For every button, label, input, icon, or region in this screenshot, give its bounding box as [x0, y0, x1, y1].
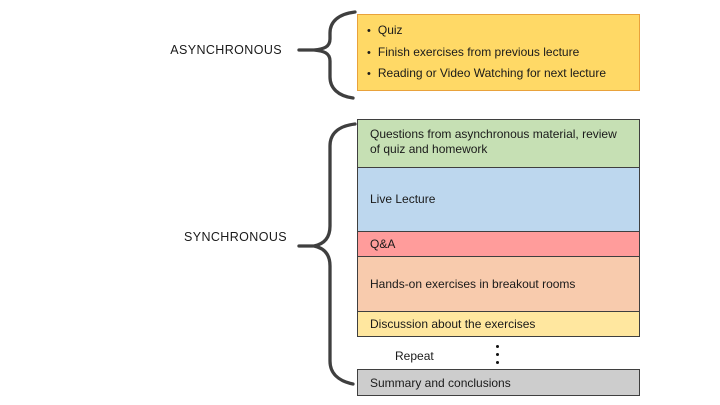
vertical-ellipsis-icon	[496, 345, 499, 364]
sync-row-hands-on: Hands-on exercises in breakout rooms	[357, 256, 640, 312]
bullet-icon: •	[367, 68, 371, 81]
sync-row-questions: Questions from asynchronous material, re…	[357, 119, 640, 168]
list-item: • Finish exercises from previous lecture	[367, 45, 631, 61]
list-item-text: Quiz	[377, 22, 403, 37]
list-item: • Reading or Video Watching for next lec…	[367, 66, 631, 82]
asynchronous-brace-icon	[297, 10, 357, 100]
sync-row-text: Questions from asynchronous material, re…	[370, 127, 617, 156]
sync-row-summary: Summary and conclusions	[357, 369, 640, 396]
sync-row-discussion: Discussion about the exercises	[357, 311, 640, 337]
sync-row-text: Live Lecture	[370, 192, 436, 206]
sync-row-live-lecture: Live Lecture	[357, 167, 640, 232]
synchronous-label: SYNCHRONOUS	[183, 230, 287, 244]
list-item-text: Finish exercises from previous lecture	[377, 44, 580, 59]
synchronous-stack: Questions from asynchronous material, re…	[357, 119, 640, 337]
sync-row-text: Summary and conclusions	[370, 375, 511, 390]
repeat-label: Repeat	[395, 349, 434, 363]
sync-row-qa: Q&A	[357, 231, 640, 257]
synchronous-brace-icon	[297, 122, 357, 386]
sync-row-text: Q&A	[370, 236, 396, 251]
bullet-icon: •	[367, 24, 371, 37]
bullet-icon: •	[367, 46, 371, 59]
sync-row-text: Hands-on exercises in breakout rooms	[370, 276, 576, 291]
sync-row-text: Discussion about the exercises	[370, 316, 536, 331]
asynchronous-box: • Quiz • Finish exercises from previous …	[357, 14, 640, 91]
asynchronous-label: ASYNCHRONOUS	[170, 43, 282, 57]
list-item-text: Reading or Video Watching for next lectu…	[377, 66, 606, 81]
list-item: • Quiz	[367, 23, 631, 39]
